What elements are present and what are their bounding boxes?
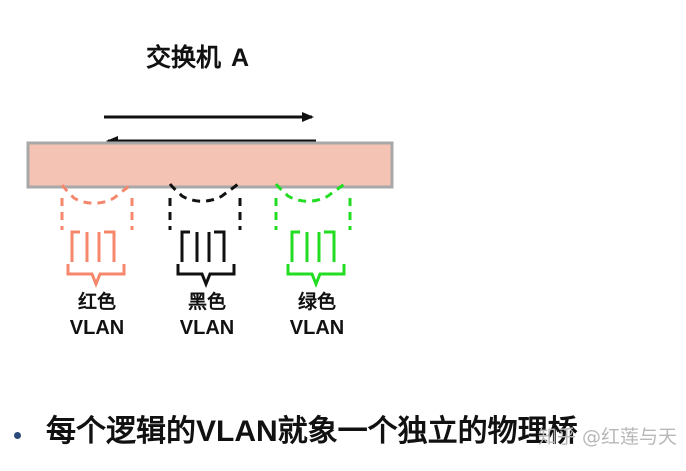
bullet-text-part3: 就象一个独立的物理桥 (277, 414, 578, 449)
vlan-port-black (168, 182, 242, 289)
vlan-label-black-cn: 黑色 (187, 291, 226, 313)
port-pins-black (180, 230, 226, 262)
vlan-label-green-en: VLAN (289, 317, 345, 339)
vlan-label-red-cn: 红色 (77, 291, 116, 313)
vlan-label-green-cn: 绿色 (297, 291, 336, 313)
port-brace-green (286, 264, 346, 289)
port-pins-green (290, 230, 336, 262)
vlan-label-green: 绿色 VLAN (272, 289, 362, 341)
vlan-port-green (274, 181, 352, 289)
switch-title: 交换机 A (146, 40, 286, 76)
vlan-label-black: 黑色 VLAN (162, 289, 252, 341)
vlan-port-red (60, 182, 134, 289)
bullet-text-part2: VLAN (196, 415, 278, 448)
vlan-label-red: 红色 VLAN (52, 289, 142, 341)
port-brace-black (176, 264, 236, 289)
bullet-text: 每个逻辑的VLAN就象一个独立的物理桥 (46, 410, 578, 454)
bullet-dot-icon (14, 432, 21, 439)
switch-title-letter: A (231, 44, 250, 72)
switch-title-cn: 交换机 (146, 43, 222, 72)
bullet-text-part1: 每个逻辑的 (46, 414, 196, 449)
vlan-label-red-en: VLAN (69, 317, 125, 339)
vlan-label-black-en: VLAN (179, 317, 235, 339)
bullet-point: 每个逻辑的VLAN就象一个独立的物理桥 (10, 410, 680, 454)
port-brace-red (66, 264, 126, 289)
watermark: 知乎 @红莲与天 (538, 426, 678, 448)
port-pins-red (70, 230, 116, 262)
switch-bar (26, 141, 394, 189)
